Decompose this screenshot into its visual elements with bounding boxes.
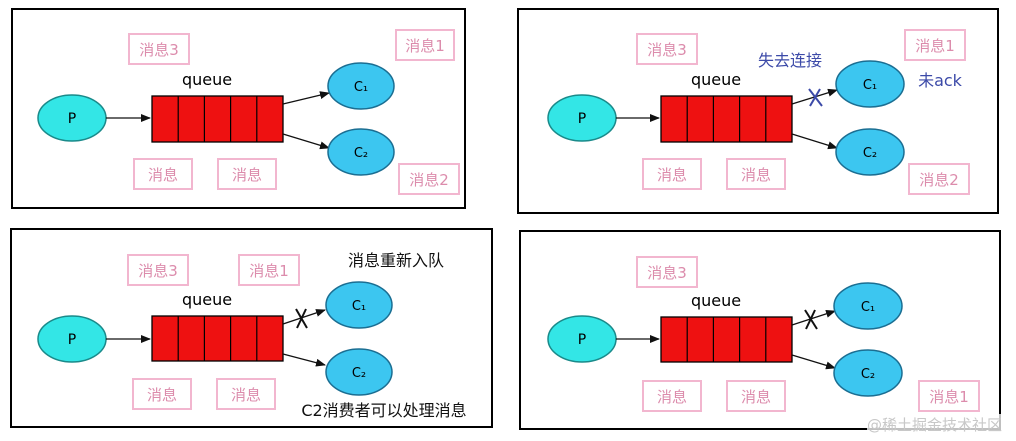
- watermark-text: @稀土掘金技术社区: [866, 414, 1002, 435]
- producer-label: P: [68, 111, 76, 127]
- producer-label: P: [578, 111, 586, 127]
- c2-can-process-annotation: C2消费者可以处理消息: [301, 401, 466, 420]
- svg-text:消息3: 消息3: [647, 264, 687, 282]
- svg-text:消息: 消息: [657, 388, 687, 406]
- queue-label: queue: [182, 290, 232, 309]
- message-tag: 消息: [217, 158, 277, 190]
- svg-text:消息1: 消息1: [929, 388, 969, 406]
- message-tag: 消息2: [398, 163, 460, 195]
- svg-text:消息3: 消息3: [138, 262, 178, 280]
- queue-box: [660, 95, 793, 143]
- consumer-c1-node: [327, 62, 395, 110]
- message-tag: 消息: [726, 380, 786, 412]
- queue-to-c2-arrow: [282, 353, 326, 367]
- svg-text:消息: 消息: [231, 386, 261, 404]
- consumer-c1-label: C₁: [861, 300, 875, 315]
- queue-box: [151, 95, 284, 143]
- consumer-c2-label: C₂: [352, 366, 366, 381]
- message-tag: 消息: [642, 380, 702, 412]
- consumer-c2-node: [833, 349, 903, 397]
- queue-to-c1-arrow: [791, 309, 836, 326]
- queue-label: queue: [691, 291, 741, 310]
- broken-connection-mark: [295, 308, 308, 329]
- message-tag: 消息3: [636, 256, 698, 288]
- consumer-c2-node: [327, 128, 395, 176]
- queue-label: queue: [182, 70, 232, 89]
- message-tag: 消息3: [127, 254, 189, 286]
- message-tag: 消息: [133, 158, 193, 190]
- svg-text:消息: 消息: [148, 166, 178, 184]
- broken-connection-mark: [804, 309, 818, 330]
- requeue-annotation: 消息重新入队: [348, 251, 444, 270]
- svg-text:消息2: 消息2: [919, 171, 959, 189]
- svg-text:消息3: 消息3: [139, 41, 179, 59]
- message-tag: 消息2: [908, 163, 970, 195]
- svg-text:消息1: 消息1: [249, 262, 289, 280]
- queue-to-c2-arrow: [791, 354, 836, 370]
- message-tag: 消息1: [395, 29, 455, 61]
- consumer-c1-node: [325, 281, 393, 329]
- message-tag: 消息3: [636, 33, 698, 65]
- panel-2: P queue C₁ C₂ 失去连接 未ack 消息3 消息1: [517, 8, 999, 214]
- svg-text:消息1: 消息1: [915, 37, 955, 55]
- queue-box: [660, 316, 793, 363]
- message-tag: 消息3: [128, 33, 190, 65]
- consumer-c1-node: [835, 60, 905, 108]
- panel-4: P queue C₁ C₂ 消息3 消息 消息: [519, 230, 1001, 430]
- panel-1: P queue C₁ C₂ 消息3 消息1 消息: [11, 8, 466, 209]
- producer-label: P: [578, 332, 586, 348]
- message-tag: 消息1: [918, 380, 980, 412]
- svg-text:消息: 消息: [232, 166, 262, 184]
- consumer-c2-node: [325, 348, 393, 396]
- svg-text:消息1: 消息1: [405, 37, 445, 55]
- consumer-c1-label: C₁: [354, 80, 368, 95]
- svg-text:消息: 消息: [741, 166, 771, 184]
- svg-text:消息3: 消息3: [647, 41, 687, 59]
- svg-text:消息: 消息: [147, 386, 177, 404]
- queue-to-c2-arrow: [282, 133, 330, 150]
- queue-label: queue: [691, 70, 741, 89]
- consumer-c2-label: C₂: [861, 367, 875, 382]
- panel-3: P queue C₁ C₂ 消息重新入队 C2消费者可以处理消息 消息3 消息: [10, 228, 493, 428]
- producer-label: P: [68, 332, 76, 348]
- message-tag: 消息: [216, 378, 276, 410]
- message-tag: 消息: [132, 378, 192, 410]
- broken-connection-mark: [808, 88, 823, 107]
- consumer-c2-label: C₂: [863, 146, 877, 161]
- queue-to-c1-arrow: [282, 309, 326, 325]
- consumer-c1-label: C₁: [863, 78, 877, 93]
- svg-text:消息: 消息: [657, 166, 687, 184]
- svg-text:消息2: 消息2: [409, 171, 449, 189]
- queue-box: [151, 315, 284, 362]
- consumer-c2-label: C₂: [354, 146, 368, 161]
- message-tag: 消息: [726, 158, 786, 190]
- unacked-annotation: 未ack: [918, 71, 963, 90]
- queue-to-c1-arrow: [282, 91, 330, 105]
- message-tag: 消息1: [904, 29, 966, 61]
- lost-connection-annotation: 失去连接: [758, 51, 822, 70]
- message-tag: 消息1: [238, 254, 300, 286]
- consumer-c1-label: C₁: [352, 299, 366, 314]
- consumer-c2-node: [835, 128, 905, 176]
- message-tag: 消息: [642, 158, 702, 190]
- svg-text:消息: 消息: [741, 388, 771, 406]
- consumer-c1-node: [833, 282, 903, 330]
- queue-to-c2-arrow: [791, 133, 838, 150]
